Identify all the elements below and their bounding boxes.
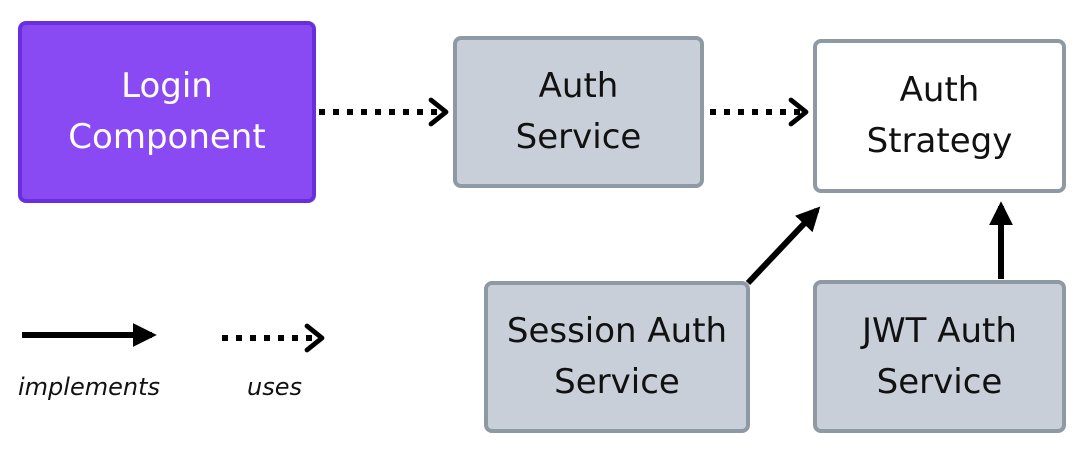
node-auth-service-label: Auth Service [515,66,642,157]
node-auth-service: Auth Service [453,36,704,188]
node-login-component: Login Component [18,21,316,203]
node-auth-strategy: Auth Strategy [813,39,1066,193]
node-session-auth-service: Session Auth Service [484,281,750,433]
node-jwt-auth-service-label: JWT Auth Service [862,310,1017,402]
node-jwt-auth-service: JWT Auth Service [813,280,1066,433]
legend-uses-label: uses [247,373,302,401]
legend-implements-label: implements [18,373,160,401]
edge-session-to-auth-strategy [745,206,821,286]
node-login-component-label: Login Component [68,66,266,157]
node-auth-strategy-label: Auth Strategy [866,70,1013,161]
node-session-auth-service-label: Session Auth Service [506,311,728,402]
